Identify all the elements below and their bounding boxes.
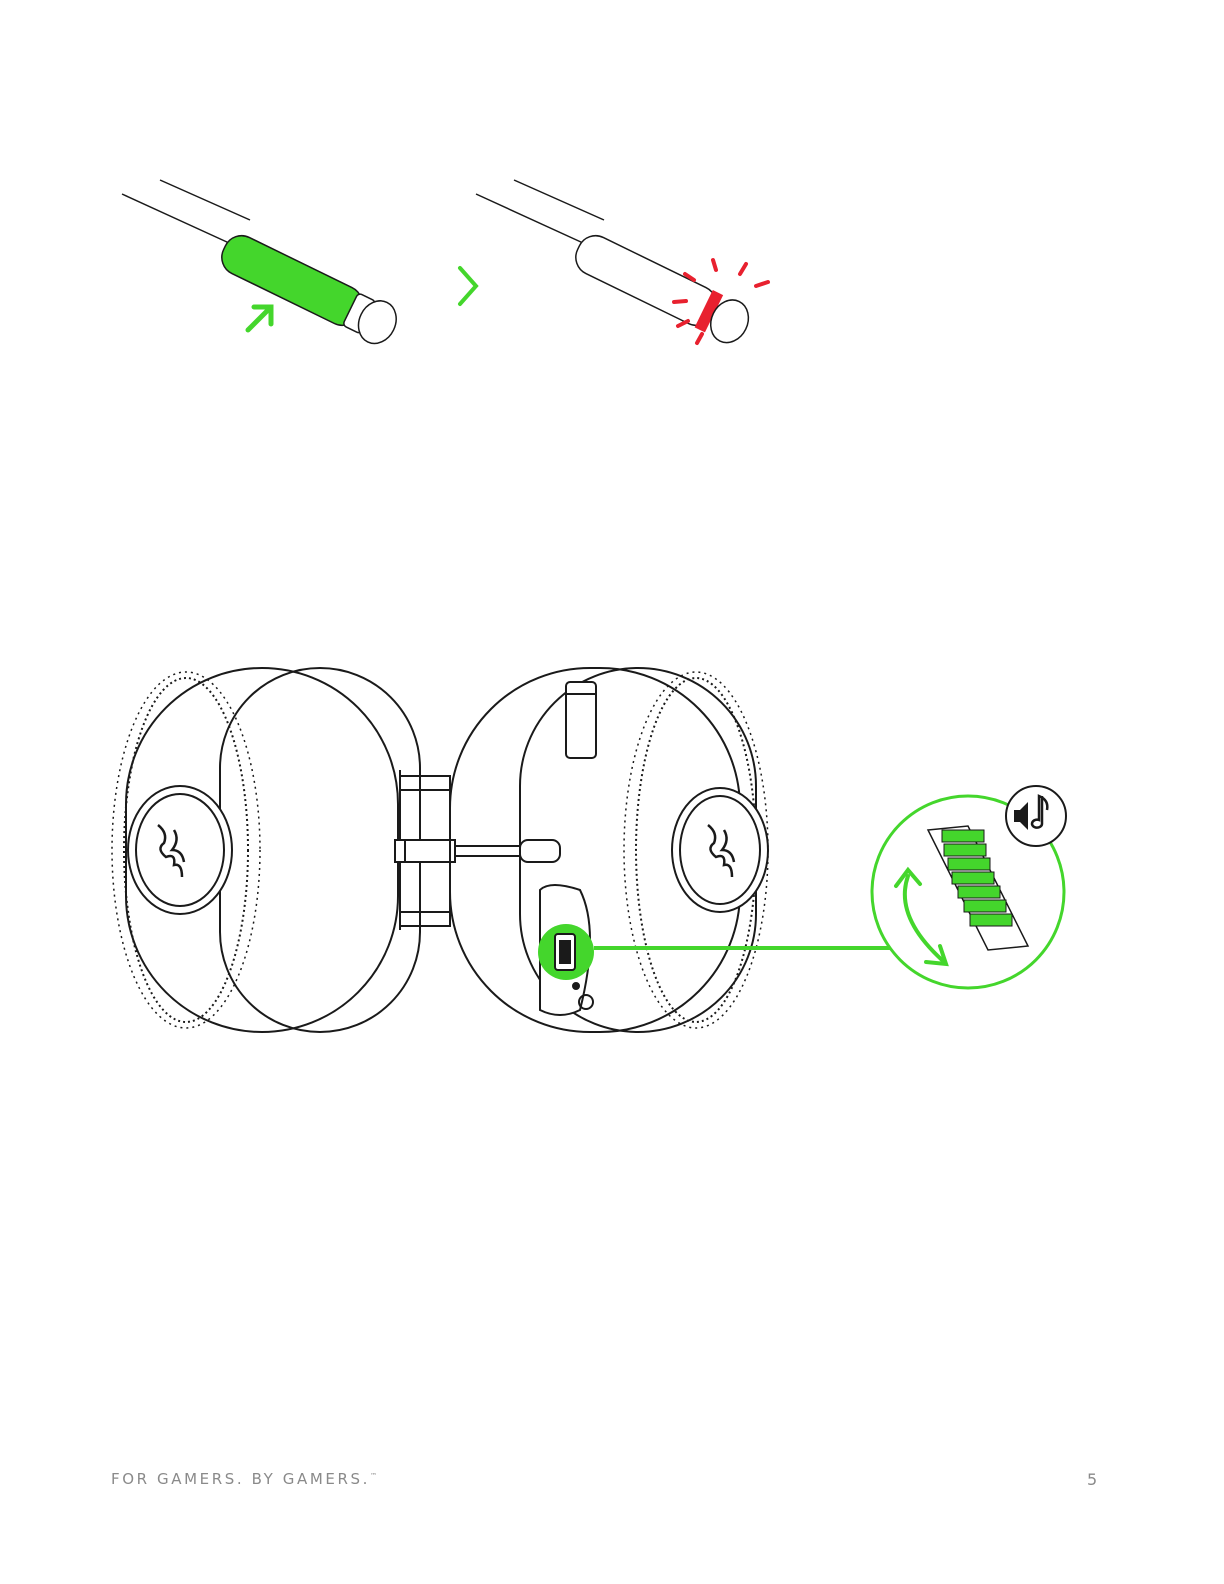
mic-connector bbox=[395, 840, 560, 862]
mic-boom-left bbox=[122, 180, 403, 350]
headset-volume-illustration bbox=[100, 650, 1100, 1050]
volume-wheel-zoom-callout bbox=[872, 786, 1066, 988]
press-arrow-icon bbox=[248, 307, 271, 330]
footer-tagline: FOR GAMERS. BY GAMERS.™ bbox=[111, 1470, 377, 1488]
left-earcup bbox=[112, 668, 420, 1032]
next-step-chevron-icon bbox=[460, 268, 476, 304]
right-earcup bbox=[450, 668, 768, 1032]
trademark-symbol: ™ bbox=[370, 1472, 377, 1480]
page-number: 5 bbox=[1087, 1470, 1097, 1489]
tagline-text: FOR GAMERS. BY GAMERS. bbox=[111, 1470, 370, 1488]
mic-mute-illustration bbox=[100, 160, 800, 370]
